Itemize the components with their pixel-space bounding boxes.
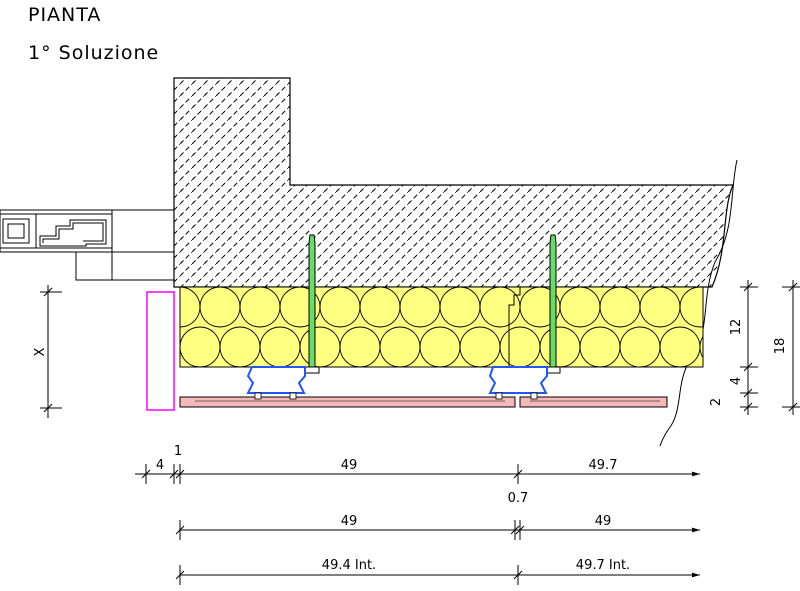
dim-gap-0-7: 0.7 — [508, 491, 529, 506]
window-frame — [0, 209, 175, 281]
dim-row-1 — [135, 464, 700, 484]
dim-row2-49-right: 49 — [595, 514, 612, 529]
insulation-joint — [508, 287, 521, 367]
dim-row3-49-7-int: 49.7 Int. — [576, 558, 630, 573]
insulation-loop — [679, 287, 703, 328]
x-dimension-label: X — [33, 347, 48, 356]
dim-row-2 — [175, 520, 700, 540]
page-subtitle: 1° Soluzione — [28, 42, 159, 64]
corner-post — [146, 291, 175, 411]
dim-row1-1: 1 — [174, 444, 182, 459]
dim-row1-49: 49 — [341, 458, 358, 473]
page-title: PIANTA — [28, 4, 101, 26]
dim-row-3 — [175, 565, 700, 585]
x-dimension — [40, 285, 62, 418]
cladding-panels — [179, 392, 668, 408]
right-dimensions — [740, 280, 800, 415]
dim-row1-49-7: 49.7 — [589, 458, 618, 473]
dim-row2-49-left: 49 — [341, 514, 358, 529]
dim-row1-4: 4 — [156, 458, 164, 473]
dim-right-18: 18 — [773, 338, 788, 355]
dim-right-4: 4 — [729, 377, 744, 385]
dim-right-12: 12 — [729, 319, 744, 336]
insulation-loop — [699, 335, 703, 359]
bracket-left — [246, 366, 306, 394]
bracket-right — [488, 366, 548, 394]
dim-right-2: 2 — [709, 398, 724, 406]
concrete-wall — [173, 77, 734, 288]
dim-row3-49-4-int: 49.4 Int. — [322, 558, 376, 573]
